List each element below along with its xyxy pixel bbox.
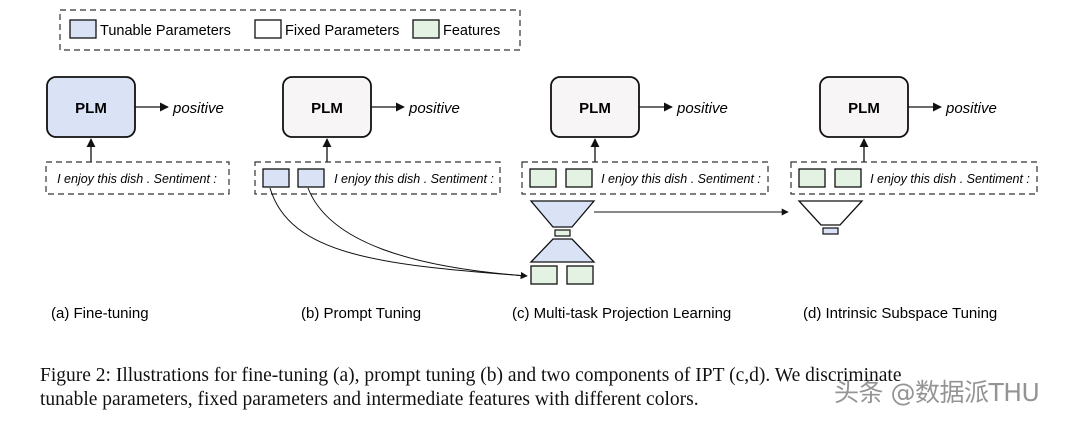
panel-b-label: (b) Prompt Tuning — [301, 305, 421, 322]
legend-tunable-swatch — [69, 19, 97, 39]
encoder-trapezoid — [529, 238, 596, 263]
input-box — [790, 161, 1038, 195]
feature-token — [565, 168, 593, 188]
caption-line-1: Figure 2: Illustrations for fine-tuning … — [40, 365, 902, 386]
output-label: positive — [172, 100, 224, 117]
input-box — [45, 161, 230, 195]
projection-arrows — [269, 187, 528, 280]
legend-features-swatch — [412, 19, 440, 39]
figure-caption: Figure 2: Illustrations for fine-tuning … — [40, 364, 1070, 412]
legend-fixed-label: Fixed Parameters — [285, 23, 399, 39]
output-label: positive — [408, 100, 460, 117]
input-text: I enjoy this dish . Sentiment : — [57, 172, 217, 186]
feature-token — [566, 265, 594, 285]
panel-fine-tuning: PLM positive I enjoy this dish . Sentime… — [45, 76, 230, 322]
legend-fixed-swatch — [254, 19, 282, 39]
feature-token — [529, 168, 557, 188]
input-text: I enjoy this dish . Sentiment : — [334, 172, 494, 186]
input-text: I enjoy this dish . Sentiment : — [870, 172, 1030, 186]
figure-diagram: Tunable Parameters Fixed Parameters Feat… — [45, 9, 1038, 322]
bottleneck-vector — [554, 229, 571, 237]
decoder-trapezoid — [529, 200, 596, 228]
fixed-decoder-trapezoid — [797, 200, 864, 226]
panel-multi-task-projection: PLM positive I enjoy this dish . Sentime… — [512, 76, 789, 322]
plm-label: PLM — [311, 100, 343, 117]
prompt-token-tunable — [262, 168, 290, 188]
intrinsic-vector — [822, 227, 839, 235]
panel-c-label: (c) Multi-task Projection Learning — [512, 305, 731, 322]
feature-token — [530, 265, 558, 285]
legend-tunable-label: Tunable Parameters — [100, 23, 231, 39]
panel-a-label: (a) Fine-tuning — [51, 305, 149, 322]
plm-label: PLM — [75, 100, 107, 117]
panel-d-label: (d) Intrinsic Subspace Tuning — [803, 305, 997, 322]
feature-token — [834, 168, 862, 188]
input-text: I enjoy this dish . Sentiment : — [601, 172, 761, 186]
panel-prompt-tuning: PLM positive I enjoy this dish . Sentime… — [254, 76, 501, 322]
prompt-token-tunable — [297, 168, 325, 188]
panel-intrinsic-subspace: PLM positive I enjoy this dish . Sentime… — [790, 76, 1038, 322]
input-box — [254, 161, 501, 195]
legend: Tunable Parameters Fixed Parameters Feat… — [59, 9, 521, 51]
output-label: positive — [676, 100, 728, 117]
plm-label: PLM — [848, 100, 880, 117]
legend-features-label: Features — [443, 23, 500, 39]
caption-line-2: tunable parameters, fixed parameters and… — [40, 389, 699, 410]
input-box — [521, 161, 769, 195]
output-label: positive — [945, 100, 997, 117]
plm-label: PLM — [579, 100, 611, 117]
watermark: 头条 @数据派THU — [834, 378, 1040, 407]
feature-token — [798, 168, 826, 188]
